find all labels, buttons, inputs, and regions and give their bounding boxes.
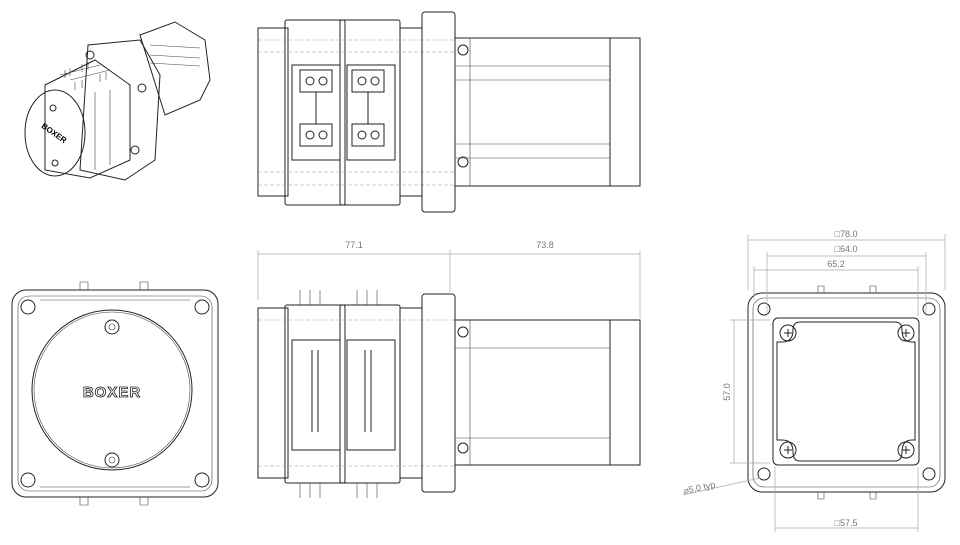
- dim-pump-square: □57.5: [835, 518, 858, 528]
- side-dimensions: 77.1 73.8: [257, 240, 641, 318]
- rear-view: [747, 285, 946, 500]
- dim-motor-length: 73.8: [536, 240, 554, 250]
- dim-flange-square: □78.0: [835, 229, 858, 239]
- side-view-top: [257, 11, 641, 213]
- dim-hole-diameter: ⌀5.0 typ: [682, 479, 716, 496]
- dim-motor-square: □64.0: [835, 244, 858, 254]
- dim-hole-spacing: 65.2: [827, 259, 845, 269]
- rear-dimensions: □78.0 □64.0 65.2 57.0 □57.5 ⌀5.0 typ: [682, 229, 946, 532]
- isometric-view: BOXER: [24, 21, 211, 181]
- iso-logo: BOXER: [40, 121, 69, 145]
- side-view-bottom: [257, 290, 641, 498]
- dim-pump-length: 77.1: [345, 240, 363, 250]
- front-view: BOXER: [11, 281, 219, 506]
- logo-text: BOXER: [83, 384, 141, 401]
- dim-pump-height: 57.0: [722, 383, 732, 401]
